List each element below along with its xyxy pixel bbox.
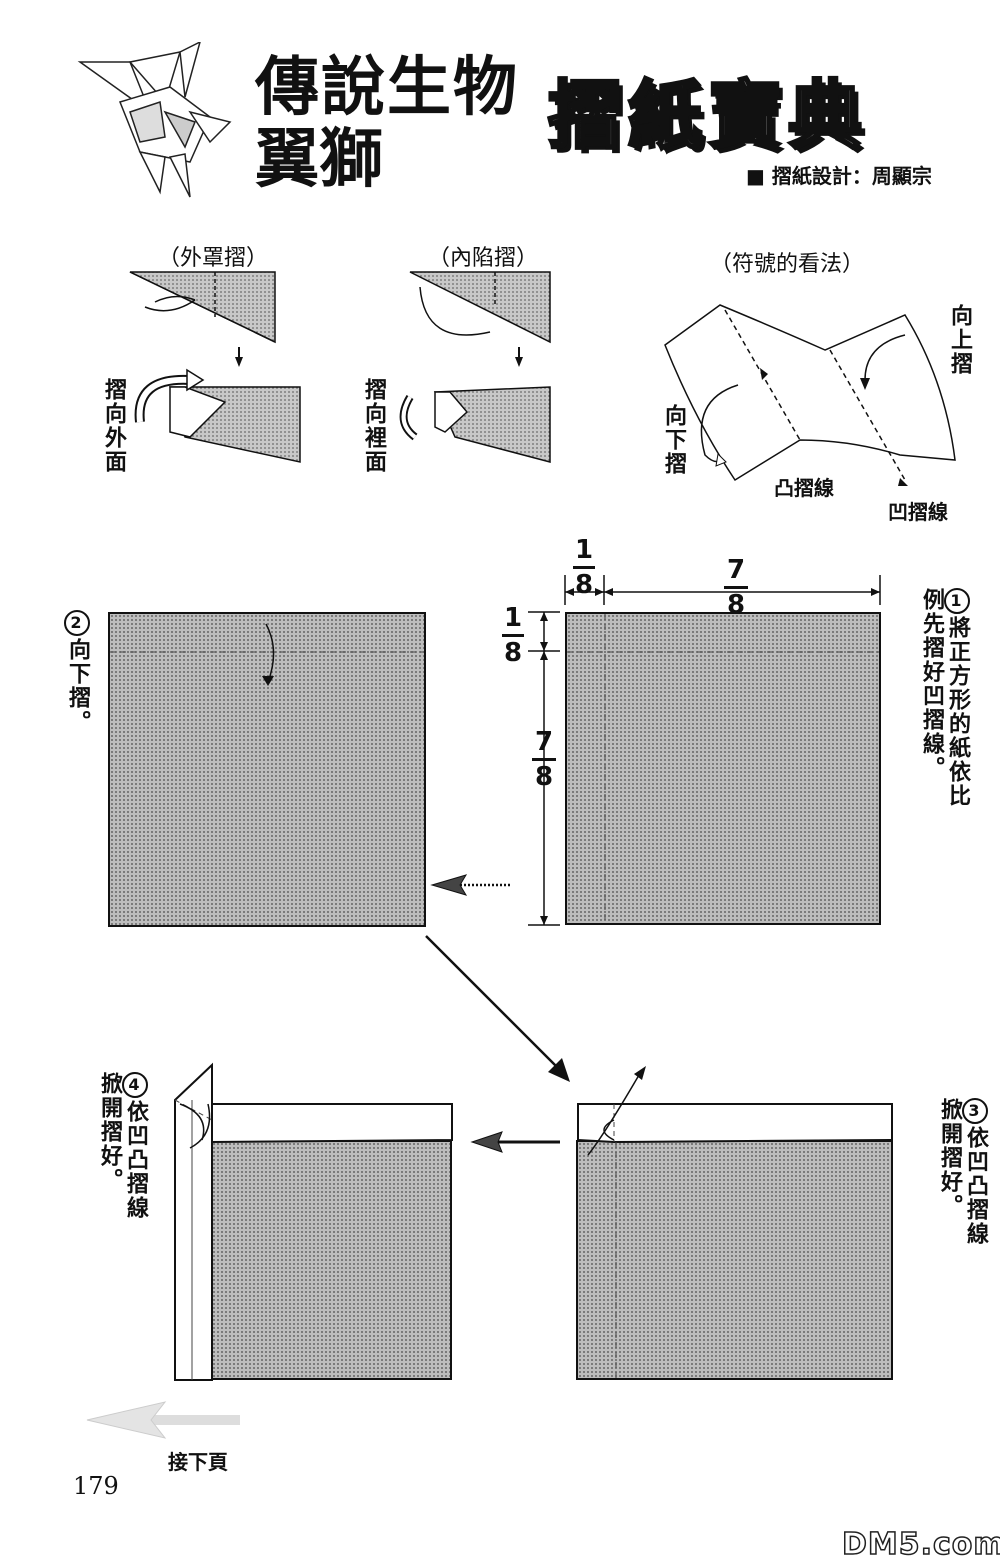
- symbols-caption: （符號的看法）: [710, 252, 865, 277]
- step2-square: [108, 612, 426, 927]
- next-page-label: 接下頁: [168, 1450, 228, 1474]
- step3-instruction: 3依凹凸摺線掀開摺好。: [936, 1098, 988, 1258]
- inside-reverse-caption: （內陷摺）: [428, 246, 539, 271]
- step3-to-step4-arrow: [470, 1131, 560, 1153]
- fold-up-label: 向上摺: [947, 304, 972, 376]
- page-subtitle: 翼獅: [255, 123, 383, 197]
- valley-fold-label: 凹摺線: [888, 500, 948, 524]
- step1-text: 將正方形的紙依比例先摺好凹摺線。: [919, 588, 970, 808]
- step1-to-step2-arrow: [430, 874, 512, 896]
- step2-fold-marks: [110, 623, 424, 686]
- step2-to-step3-arrow: [425, 935, 570, 1082]
- fraction-numerator: 1: [574, 535, 594, 565]
- left-small-fraction: 1 8: [502, 604, 524, 667]
- step1-square: [565, 612, 881, 925]
- step1-number: 1: [944, 588, 970, 614]
- step4-flaps: [174, 1062, 453, 1381]
- step2-number: 2: [64, 610, 90, 636]
- step3-text: 依凹凸摺線掀開摺好。: [937, 1098, 988, 1246]
- fraction-numerator: 7: [726, 555, 746, 585]
- fraction-numerator: 1: [503, 603, 523, 633]
- outside-reverse-caption: （外罩摺）: [158, 246, 269, 271]
- winged-lion-model-icon: [77, 42, 232, 198]
- step3-square: [576, 1140, 893, 1380]
- step3-number: 3: [962, 1098, 988, 1124]
- page-number: 179: [73, 1472, 119, 1500]
- step2-instruction: 2向下摺。: [64, 610, 90, 734]
- inside-reverse-diagram: [399, 271, 551, 463]
- inside-reverse-label: 摺向裡面: [361, 378, 386, 474]
- fraction-bar: [502, 634, 524, 637]
- book-title: 摺紙寶典: [547, 72, 868, 161]
- step1-fold-lines: [567, 614, 879, 923]
- page-title: 傳說生物: [255, 51, 519, 125]
- fraction-bar: [724, 586, 748, 589]
- step4-number: 4: [122, 1072, 148, 1098]
- designer-credit: ■ 摺紙設計：周顯宗: [746, 164, 932, 188]
- step4-instruction: 4依凹凸摺線掀開摺好。: [96, 1072, 148, 1232]
- step4-text: 依凹凸摺線掀開摺好。: [97, 1072, 148, 1220]
- step3-flap: [577, 1066, 893, 1156]
- step3-fold-line: [615, 1142, 617, 1378]
- mountain-fold-label: 凸摺線: [774, 476, 834, 500]
- watermark: DM5.com: [841, 1526, 1000, 1563]
- fraction-denominator: 8: [503, 638, 523, 668]
- outside-reverse-diagram: [129, 271, 301, 463]
- step1-instruction: 1將正方形的紙依比例先摺好凹摺線。: [918, 588, 970, 808]
- fold-down-label: 向下摺: [661, 404, 686, 476]
- symbols-diagram: [664, 304, 956, 486]
- step4-square: [210, 1140, 452, 1380]
- next-page-arrow-icon: [86, 1401, 240, 1439]
- fraction-bar: [573, 566, 595, 569]
- outside-reverse-label: 摺向外面: [101, 378, 126, 474]
- step2-text: 向下摺。: [65, 638, 90, 734]
- dimension-lines: [528, 575, 881, 926]
